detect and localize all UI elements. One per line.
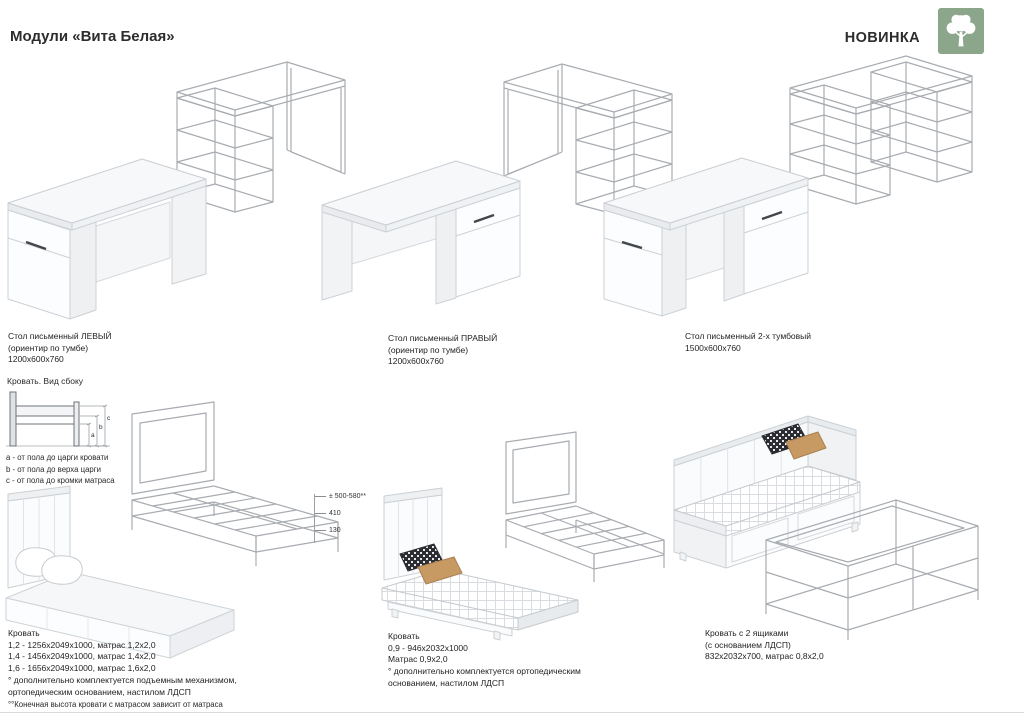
dimension-annotations: ± 500-580** 410 130 bbox=[314, 492, 366, 543]
dim-value: 130 bbox=[329, 526, 341, 534]
caption-line: Матрас 0,9х2,0 bbox=[388, 654, 448, 665]
desk-pedestal-left bbox=[603, 209, 663, 317]
legend-line: b - от пола до верха царги bbox=[6, 464, 101, 474]
new-badge: НОВИНКА bbox=[844, 30, 920, 46]
desk-top bbox=[603, 157, 809, 224]
caption-line: 832х2032х700, матрас 0,8х2,0 bbox=[705, 651, 824, 662]
pillow bbox=[41, 555, 83, 585]
caption-line: (с основанием ЛДСП) bbox=[705, 639, 791, 650]
bed-base bbox=[387, 601, 513, 637]
dim-label-b: b bbox=[99, 424, 103, 431]
desk-left-caption: Стол письменный ЛЕВЫЙ (ориентир по тумбе… bbox=[8, 331, 112, 366]
page-bottom-divider bbox=[0, 712, 1024, 713]
drawer-front bbox=[797, 495, 855, 541]
desk-double-caption: Стол письменный 2-х тумбовый 1500х600х76… bbox=[685, 331, 811, 354]
caption-line: Стол письменный ПРАВЫЙ bbox=[388, 333, 498, 343]
dim-value: ± 500-580** bbox=[329, 492, 366, 500]
bed-single-render bbox=[381, 487, 579, 641]
sideview-legend: а - от пола до царги кровати b - от пола… bbox=[6, 452, 115, 487]
sideview-title: Кровать. Вид сбоку bbox=[7, 376, 84, 386]
dim-label-a: a bbox=[91, 432, 95, 439]
bed-sideview-diagram: a b c bbox=[6, 391, 111, 448]
page-title: Модули «Вита Белая» bbox=[10, 28, 175, 45]
caption-line: Кровать bbox=[8, 628, 40, 638]
caption-line: 1500х600х760 bbox=[685, 342, 741, 353]
caption-line: (ориентир по тумбе) bbox=[8, 342, 89, 353]
caption-line: 1,2 - 1256х2049х1000, матрас 1,2х2,0 bbox=[8, 639, 156, 650]
headboard-frame bbox=[505, 431, 577, 515]
bed-footnote: °°Конечная высота кровати с матрасом зав… bbox=[8, 700, 223, 709]
tree-logo-icon bbox=[938, 8, 984, 54]
desk-left-render bbox=[7, 158, 207, 320]
desk-top bbox=[7, 158, 207, 224]
dim-row: 130 bbox=[314, 526, 366, 534]
dim-row: 410 bbox=[314, 509, 366, 517]
dim-tick bbox=[314, 512, 326, 514]
caption-line: 1200х600х760 bbox=[8, 354, 64, 365]
dim-label-c: c bbox=[107, 415, 111, 422]
dim-tick bbox=[314, 495, 326, 497]
dim-row: ± 500-580** bbox=[314, 492, 366, 500]
desk-leg-panel bbox=[171, 185, 207, 285]
caption-line: Стол письменный 2-х тумбовый bbox=[685, 331, 812, 341]
bed-drawers-caption: Кровать с 2 ящиками (с основанием ЛДСП) … bbox=[705, 628, 824, 663]
drawer-front bbox=[731, 517, 789, 563]
legend-line: а - от пола до царги кровати bbox=[6, 453, 109, 462]
bed-double-caption: Кровать 1,2 - 1256х2049х1000, матрас 1,2… bbox=[8, 628, 237, 698]
caption-line: основанием, настилом ЛДСП bbox=[388, 677, 505, 688]
bed-leg bbox=[493, 630, 501, 641]
drawer-handle bbox=[761, 210, 783, 221]
caption-line: ° дополнительно комплектуется подъемным … bbox=[8, 674, 237, 685]
bed-single-caption: Кровать 0,9 - 946х2032х1000 Матрас 0,9х2… bbox=[388, 631, 581, 690]
drawer-handle bbox=[473, 213, 495, 224]
pillow-tan bbox=[417, 556, 463, 585]
bed-leg bbox=[851, 521, 859, 533]
bed-drawers-render bbox=[673, 415, 861, 569]
desk-double-wireframe-drawing bbox=[789, 55, 973, 205]
caption-line: 0,9 - 946х2032х1000 bbox=[388, 642, 468, 653]
caption-line: ортопедическим основанием, настилом ЛДСП bbox=[8, 686, 191, 697]
drawer-handle bbox=[25, 240, 47, 251]
bed-drawers-wireframe-drawing bbox=[765, 499, 979, 640]
dim-tick bbox=[314, 529, 326, 531]
desk-double-render bbox=[603, 157, 809, 317]
desk-right-render bbox=[321, 160, 521, 305]
caption-line: 1200х600х760 bbox=[388, 356, 444, 367]
bed-double-render bbox=[5, 485, 235, 659]
bed-leg bbox=[679, 551, 687, 562]
desk-right-caption: Стол письменный ПРАВЫЙ (ориентир по тумб… bbox=[388, 333, 497, 368]
caption-line: (ориентир по тумбе) bbox=[388, 344, 469, 355]
caption-line: Кровать с 2 ящиками bbox=[705, 628, 789, 638]
bed-single-wireframe-drawing bbox=[505, 431, 665, 582]
caption-line: Кровать bbox=[388, 631, 420, 641]
caption-line: ° дополнительно комплектуется ортопедиче… bbox=[388, 666, 581, 677]
caption-line: Стол письменный ЛЕВЫЙ bbox=[8, 331, 112, 341]
dim-value: 410 bbox=[329, 509, 341, 517]
legend-line: с - от пола до кромки матраса bbox=[6, 476, 115, 486]
desk-top bbox=[321, 160, 521, 226]
bed-leg bbox=[391, 608, 399, 619]
caption-line: 1,4 - 1456х2049х1000, матрас 1,4х2,0 bbox=[8, 651, 156, 662]
headboard-frame bbox=[131, 401, 215, 495]
pillow-tan bbox=[785, 431, 827, 460]
bed-double-wireframe-drawing bbox=[131, 401, 339, 566]
caption-line: 1,6 - 1656х2049х1000, матрас 1,6х2,0 bbox=[8, 663, 156, 674]
tree-icon bbox=[946, 14, 976, 47]
drawer-handle bbox=[621, 240, 643, 250]
